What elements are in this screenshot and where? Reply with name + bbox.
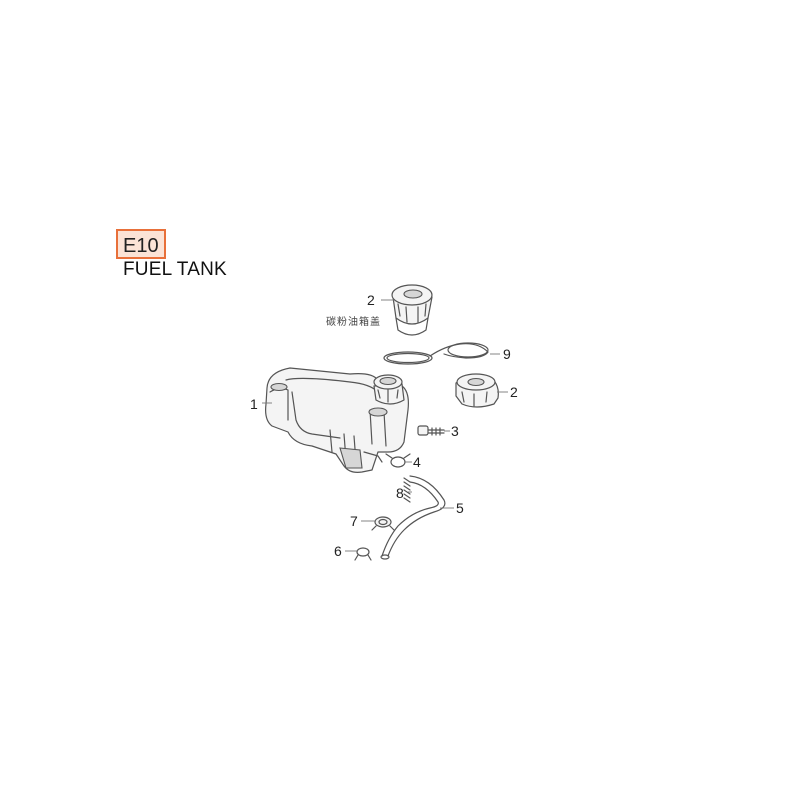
callout-2-right: 2: [510, 384, 518, 400]
leader-lines: [262, 299, 508, 552]
callout-1: 1: [250, 396, 258, 412]
mounting-bolt: [417, 425, 445, 436]
fuel-cap-carbon: [391, 284, 433, 336]
fuel-hose: [380, 475, 446, 560]
part-note-cap: 碳粉油箱盖: [326, 317, 381, 328]
hose-clamp-lower: [354, 547, 372, 561]
fuel-tank-body: [265, 367, 409, 473]
callout-8: 8: [396, 485, 404, 501]
section-code: E10: [116, 229, 166, 259]
callout-3: 3: [451, 423, 459, 439]
callout-7: 7: [350, 513, 358, 529]
cap-strap-gasket: [383, 342, 489, 365]
section-title: FUEL TANK: [123, 259, 227, 280]
callout-5: 5: [456, 500, 464, 516]
fuel-filter-spring: [403, 477, 411, 503]
callout-4: 4: [413, 454, 421, 470]
callout-6: 6: [334, 543, 342, 559]
callout-2-top: 2: [367, 292, 375, 308]
hose-clamp-upper: [385, 453, 411, 468]
fuel-cap: [455, 373, 499, 408]
hose-clip: [371, 516, 395, 531]
callout-9: 9: [503, 346, 511, 362]
